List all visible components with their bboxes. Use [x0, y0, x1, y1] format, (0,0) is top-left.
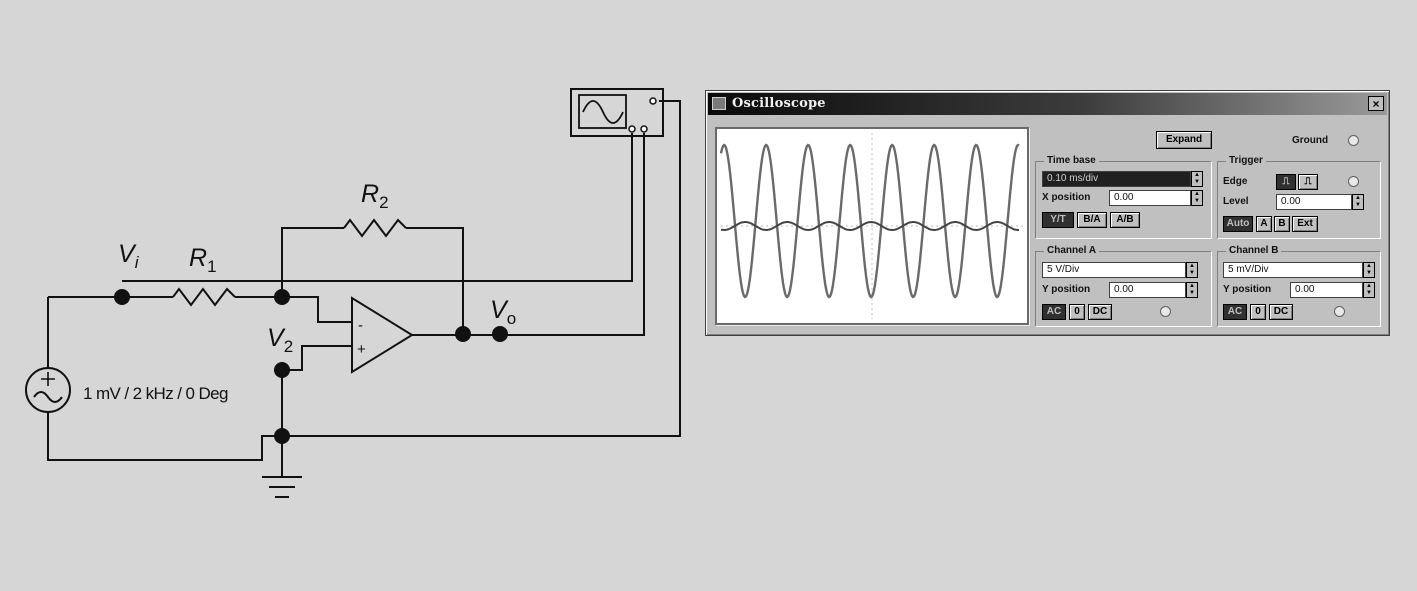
- channel-b-y-position-label: Y position: [1223, 284, 1272, 295]
- channel-a-scale-spinner[interactable]: ▲▼: [1186, 262, 1198, 278]
- plus-icon: [41, 372, 55, 386]
- wire-source-ground: [47, 412, 282, 461]
- x-position-spinner[interactable]: ▲▼: [1191, 190, 1203, 206]
- ground-label: Ground: [1292, 135, 1329, 146]
- label-vo: Vo: [490, 296, 516, 328]
- channel-b-y-position-spinner[interactable]: ▲▼: [1363, 282, 1375, 298]
- channel-a-terminal[interactable]: [1160, 306, 1171, 317]
- channel-a-scale-field[interactable]: 5 V/Div: [1042, 262, 1186, 278]
- label-r2: R2: [361, 180, 389, 212]
- resistor-r1: [172, 287, 236, 307]
- node-v2: [274, 362, 290, 378]
- wire-channel-b: [500, 133, 645, 336]
- opamp-minus-label: -: [358, 317, 363, 334]
- channel-a-y-position-label: Y position: [1042, 284, 1091, 295]
- scope-terminal-b: [640, 125, 648, 133]
- channel-a-group: Channel A 5 V/Div ▲▼ Y position 0.00 ▲▼ …: [1035, 245, 1212, 327]
- level-label: Level: [1223, 196, 1249, 207]
- trigger-a-button[interactable]: A: [1256, 216, 1272, 232]
- ba-button[interactable]: B/A: [1077, 212, 1107, 228]
- channel-b-ac-button[interactable]: AC: [1223, 304, 1247, 320]
- scope-symbol: [570, 88, 664, 137]
- node-vi: [114, 289, 130, 305]
- channel-b-zero-button[interactable]: 0: [1250, 304, 1266, 320]
- wire-node-minus: [282, 296, 352, 323]
- channel-b-y-position-field[interactable]: 0.00: [1290, 282, 1363, 298]
- ground-symbol: [262, 476, 302, 498]
- channel-b-scale-field[interactable]: 5 mV/Div: [1223, 262, 1363, 278]
- x-position-label: X position: [1042, 192, 1091, 203]
- scope-display: [715, 127, 1029, 325]
- window-title: Oscilloscope: [732, 96, 826, 111]
- channel-b-dc-button[interactable]: DC: [1269, 304, 1293, 320]
- scope-ground-terminal: [649, 97, 657, 105]
- oscilloscope-titlebar[interactable]: Oscilloscope ×: [708, 93, 1387, 115]
- wire-feedback-right: [406, 227, 464, 334]
- channel-a-ac-button[interactable]: AC: [1042, 304, 1066, 320]
- time-base-group: Time base 0.10 ms/div ▲▼ X position 0.00…: [1035, 155, 1212, 239]
- expand-button[interactable]: Expand: [1156, 131, 1212, 149]
- trace-channel-b: [720, 221, 1019, 231]
- scope-screen-icon: [578, 94, 627, 129]
- time-base-scale-spinner[interactable]: ▲▼: [1191, 171, 1203, 187]
- node-ground: [274, 428, 290, 444]
- wire-plus-v2: [282, 345, 352, 371]
- channel-b-title: Channel B: [1226, 245, 1282, 256]
- level-field[interactable]: 0.00: [1276, 194, 1352, 210]
- label-r1: R1: [189, 244, 217, 276]
- edge-rising-button[interactable]: ⎍: [1276, 174, 1296, 190]
- close-button[interactable]: ×: [1368, 96, 1384, 111]
- scope-terminal-a: [628, 125, 636, 133]
- scope-traces: [719, 133, 1023, 319]
- wire-feedback-left: [281, 227, 344, 297]
- channel-b-terminal[interactable]: [1334, 306, 1345, 317]
- source-label: 1 mV / 2 kHz / 0 Deg: [83, 384, 228, 403]
- node-vo: [492, 326, 508, 342]
- x-position-field[interactable]: 0.00: [1109, 190, 1191, 206]
- opamp: [351, 296, 414, 374]
- channel-a-title: Channel A: [1044, 245, 1100, 256]
- channel-a-y-position-spinner[interactable]: ▲▼: [1186, 282, 1198, 298]
- ground-terminal[interactable]: [1348, 135, 1359, 146]
- oscilloscope-window: Oscilloscope × Expand Ground Time base 0…: [705, 90, 1390, 336]
- label-vi: Vi: [118, 240, 140, 272]
- opamp-plus-label: +: [357, 341, 366, 358]
- yt-button[interactable]: Y/T: [1042, 212, 1074, 228]
- trigger-group: Trigger Edge ⎍ ⎍ Level 0.00 ▲▼ Auto A B …: [1217, 155, 1381, 239]
- resistor-r2: [343, 218, 407, 238]
- channel-b-group: Channel B 5 mV/Div ▲▼ Y position 0.00 ▲▼…: [1217, 245, 1381, 327]
- trace-channel-a: [719, 143, 1020, 299]
- label-v2: V2: [267, 324, 293, 356]
- edge-falling-button[interactable]: ⎍: [1298, 174, 1318, 190]
- channel-b-scale-spinner[interactable]: ▲▼: [1363, 262, 1375, 278]
- sine-icon: [33, 391, 63, 403]
- wire-channel-a: [122, 133, 633, 282]
- node-inverting: [274, 289, 290, 305]
- time-base-title: Time base: [1044, 155, 1099, 166]
- level-spinner[interactable]: ▲▼: [1352, 194, 1364, 210]
- ab-button[interactable]: A/B: [1110, 212, 1140, 228]
- trigger-ext-button[interactable]: Ext: [1292, 216, 1318, 232]
- scope-wave-icon: [582, 100, 624, 124]
- edge-label: Edge: [1223, 176, 1248, 187]
- channel-a-y-position-field[interactable]: 0.00: [1109, 282, 1186, 298]
- time-base-scale-field[interactable]: 0.10 ms/div: [1042, 171, 1191, 187]
- edge-radio[interactable]: [1348, 176, 1359, 187]
- node-output: [455, 326, 471, 342]
- oscilloscope-app-icon: [712, 97, 726, 110]
- trigger-b-button[interactable]: B: [1274, 216, 1290, 232]
- trigger-title: Trigger: [1226, 155, 1266, 166]
- wire-input-left: [47, 296, 122, 368]
- auto-button[interactable]: Auto: [1223, 216, 1253, 232]
- channel-a-dc-button[interactable]: DC: [1088, 304, 1112, 320]
- wire-scope-ground: [282, 100, 681, 437]
- channel-a-zero-button[interactable]: 0: [1069, 304, 1085, 320]
